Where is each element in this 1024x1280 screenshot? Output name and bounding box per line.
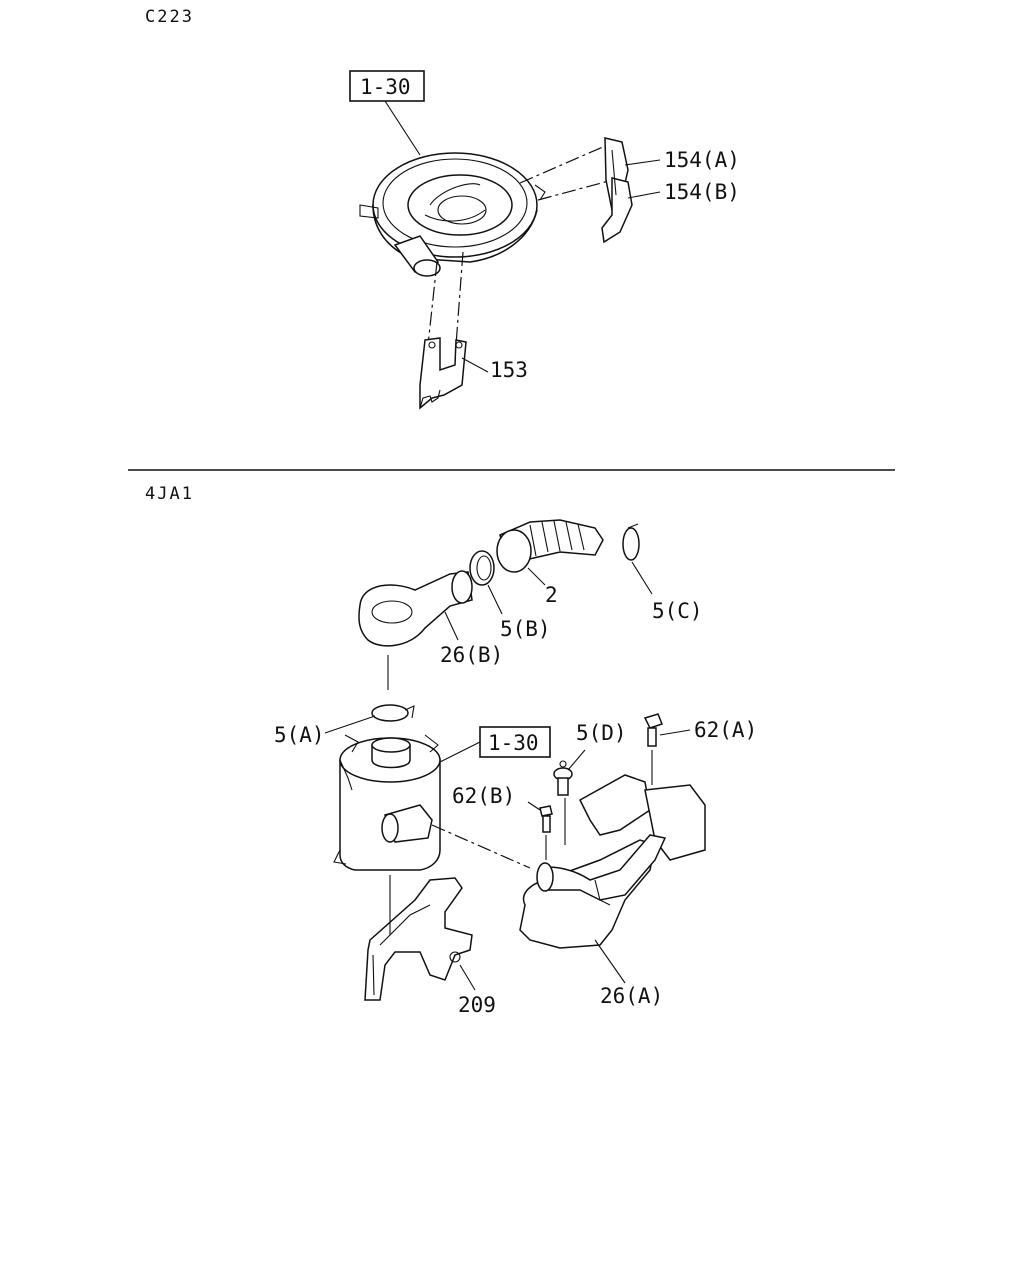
section-code-top: C223: [145, 7, 194, 27]
label-2: 2: [545, 583, 558, 607]
section-code-bottom: 4JA1: [145, 484, 194, 504]
duct-26b: [358, 570, 473, 647]
clamp-5b: [469, 550, 495, 586]
bolt-62b: [539, 805, 553, 833]
ref-box-bottom-label: 1-30: [488, 731, 539, 755]
label-153: 153: [490, 358, 528, 382]
clamp-5a: [371, 704, 415, 722]
bracket-209: [364, 877, 473, 1001]
label-5a: 5(A): [274, 723, 325, 747]
air-cleaner-top-view: [359, 152, 546, 277]
label-62b: 62(B): [452, 784, 515, 808]
label-154b: 154(B): [664, 180, 740, 204]
clip-5d: [553, 760, 573, 796]
hose-2: [496, 519, 604, 573]
label-5b: 5(B): [500, 617, 551, 641]
stay-153: [419, 337, 467, 410]
label-26b: 26(B): [440, 643, 503, 667]
label-26a: 26(A): [600, 984, 663, 1008]
ref-box-top-label: 1-30: [360, 75, 411, 99]
label-209: 209: [458, 993, 496, 1017]
bracket-154: [601, 137, 633, 244]
label-62a: 62(A): [694, 718, 757, 742]
label-154a: 154(A): [664, 148, 740, 172]
ref-box-top: 1-30: [349, 70, 425, 156]
label-5c: 5(C): [652, 599, 703, 623]
bolt-62a: [643, 713, 663, 747]
air-cleaner-body: [333, 734, 441, 871]
duct-26a: [519, 774, 706, 949]
ref-box-bottom: 1-30: [439, 726, 551, 763]
label-5d: 5(D): [576, 721, 627, 745]
clamp-5c: [622, 523, 640, 561]
